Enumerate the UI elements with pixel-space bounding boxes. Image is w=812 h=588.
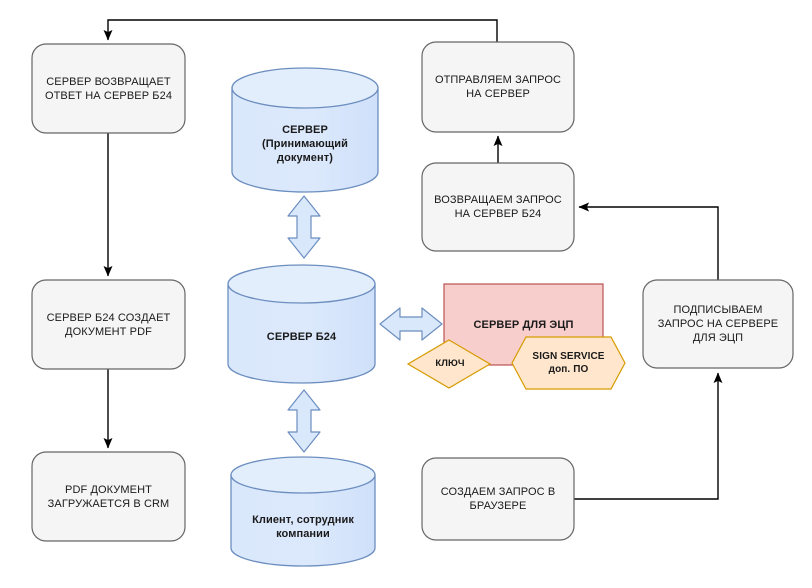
edge-send-to-returns xyxy=(103,19,498,42)
edge-browser-to-sign xyxy=(574,372,723,500)
node-server-b24[interactable] xyxy=(227,264,376,384)
block-arrow-b24-to-ecp xyxy=(379,307,443,341)
block-arrow-receiving-to-b24 xyxy=(287,195,321,259)
node-sign-service[interactable] xyxy=(511,336,626,390)
node-send-request-to-server[interactable] xyxy=(421,41,575,133)
node-pdf-uploaded-to-crm[interactable] xyxy=(31,451,186,542)
node-key[interactable] xyxy=(406,339,492,389)
node-receiving-server[interactable] xyxy=(231,67,379,193)
node-client-employee[interactable] xyxy=(230,456,376,567)
node-create-request-in-browser[interactable] xyxy=(421,457,575,541)
node-sign-request-on-ecp-server[interactable] xyxy=(642,279,794,369)
node-server-returns-answer[interactable] xyxy=(31,43,186,134)
block-arrow-b24-to-client xyxy=(287,389,321,453)
node-return-request-to-b24[interactable] xyxy=(421,162,575,252)
node-b24-creates-pdf[interactable] xyxy=(31,279,186,370)
edge-sign-to-return-b24 xyxy=(578,202,719,280)
